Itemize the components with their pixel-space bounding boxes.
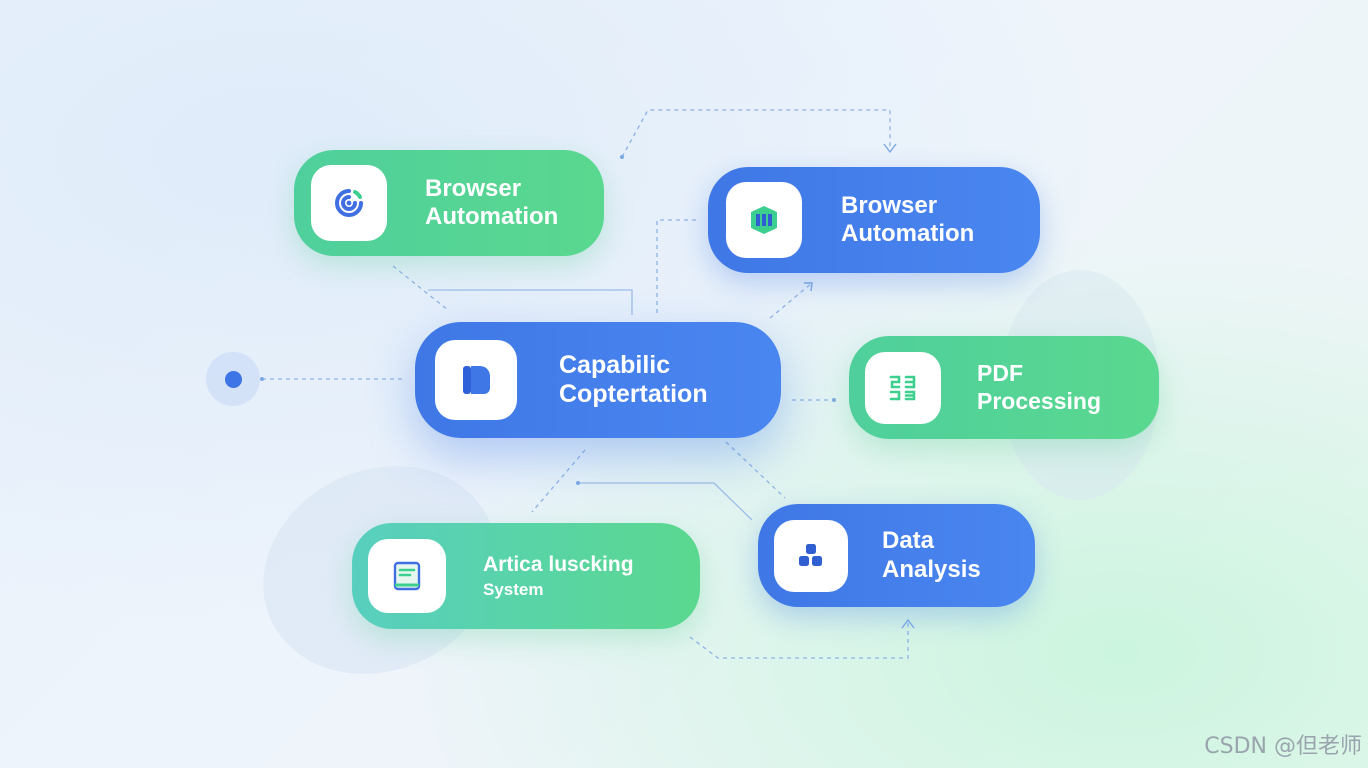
- node-browser-automation-blue[interactable]: Browser Automation: [708, 167, 1040, 273]
- spiral-logo-icon: [311, 165, 387, 241]
- grid-glyph-icon: [865, 351, 941, 424]
- node-label: Browser Automation: [425, 174, 559, 230]
- connector-green-to-center: [392, 265, 449, 311]
- node-center-capability[interactable]: Capabilic Coptertation: [415, 322, 781, 438]
- node-label: PDF Processing: [977, 360, 1101, 414]
- node-label: Capabilic Coptertation: [559, 350, 708, 409]
- node-label: Browser Automation: [841, 191, 975, 247]
- watermark: CSDN @但老师: [1204, 734, 1362, 759]
- book-icon: [368, 539, 446, 613]
- start-dot: [206, 352, 260, 406]
- shield-logo-icon: [726, 182, 802, 258]
- connector-bottom-arc: [689, 622, 909, 659]
- connector-center-to-blue-diag: [769, 282, 813, 319]
- connector-top-arc: [621, 109, 891, 158]
- arrowhead-bottom: [901, 618, 915, 629]
- connector-endpoint: [832, 398, 836, 402]
- node-data-analysis[interactable]: Data Analysis: [758, 504, 1035, 607]
- node-article-system[interactable]: Artica luscking System: [352, 523, 700, 629]
- arrowhead-top: [883, 143, 897, 154]
- connector-center-to-blue: [656, 219, 700, 313]
- connector-solid-bottom: [578, 482, 753, 521]
- connector-endpoint: [620, 155, 624, 159]
- block-logo-icon: [435, 340, 517, 420]
- connector-center-to-article: [531, 449, 586, 513]
- node-browser-automation-green[interactable]: Browser Automation: [294, 150, 604, 256]
- start-dot-core: [224, 370, 242, 388]
- connector-endpoint: [260, 377, 264, 381]
- connector-center-to-data: [725, 441, 786, 499]
- connector-endpoint: [576, 481, 580, 485]
- connector-solid-top: [428, 289, 633, 315]
- cubes-icon: [774, 519, 848, 592]
- node-pdf-processing[interactable]: PDF Processing: [849, 336, 1159, 439]
- arrowhead-diag: [804, 282, 813, 292]
- node-label: Data Analysis: [882, 527, 981, 583]
- node-label: Artica luscking System: [483, 553, 634, 599]
